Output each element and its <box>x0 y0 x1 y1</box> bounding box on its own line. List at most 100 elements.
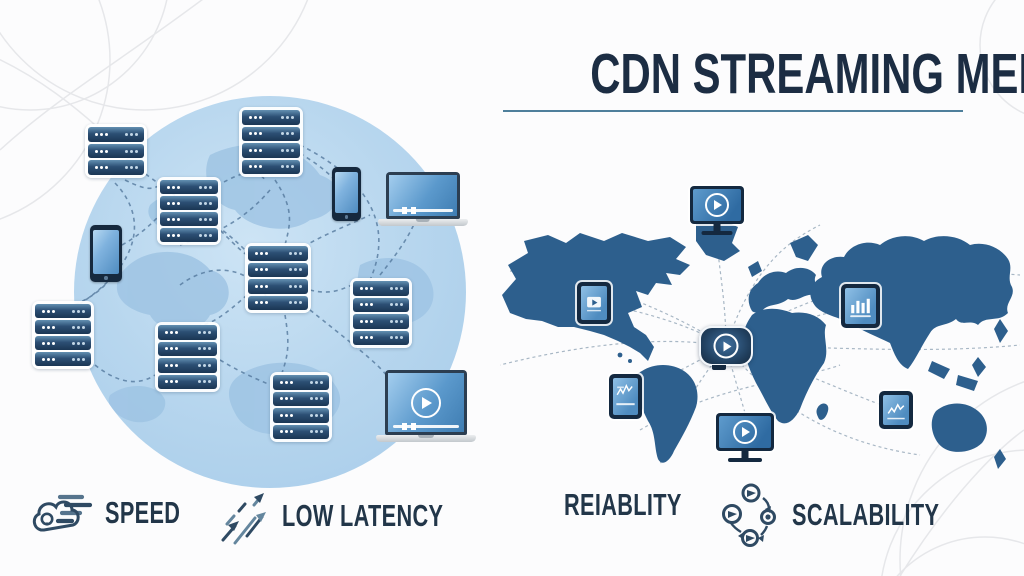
phone-screen <box>613 378 638 415</box>
led-dots <box>198 363 201 367</box>
led-dots <box>281 132 284 136</box>
smartphone <box>332 167 361 221</box>
led-dots <box>95 149 98 153</box>
line-chart-glyph <box>616 384 635 406</box>
monitor-with-play <box>690 186 744 236</box>
play-icon <box>733 420 757 444</box>
led-dots <box>255 284 258 288</box>
rack-unit <box>158 358 217 373</box>
led-dots <box>390 303 393 307</box>
led-dots <box>249 148 252 152</box>
monitor-foot <box>728 458 762 462</box>
led-dots <box>310 430 313 434</box>
led-dots <box>255 301 258 305</box>
led-dots <box>199 201 202 205</box>
led-dots <box>249 165 252 169</box>
rack-unit <box>158 374 217 389</box>
rack-unit <box>35 320 91 334</box>
led-dots <box>72 357 75 361</box>
rack-unit <box>273 391 329 406</box>
led-dots <box>289 301 292 305</box>
led-dots <box>72 309 75 313</box>
play-icon <box>411 387 441 418</box>
laptop-display <box>388 373 464 432</box>
rack-unit <box>273 408 329 423</box>
player-controls <box>393 207 453 214</box>
rack-unit <box>242 143 300 158</box>
led-dots <box>165 347 168 351</box>
monitor-screen <box>716 413 774 451</box>
video-thumb-glyph <box>587 296 601 312</box>
led-dots <box>199 185 202 189</box>
led-dots <box>125 166 128 170</box>
rack-unit <box>242 159 300 174</box>
led-dots <box>167 217 170 221</box>
smartphone <box>90 225 122 282</box>
led-dots <box>289 268 292 272</box>
feature-reliability: REIABLITY <box>564 488 732 522</box>
tablet-chart <box>879 391 913 429</box>
hub-stand <box>712 365 726 370</box>
rack-unit <box>353 297 409 312</box>
led-dots <box>198 347 201 351</box>
led-dots <box>360 303 363 307</box>
rack-unit <box>88 127 144 142</box>
rack-unit <box>248 262 308 277</box>
led-dots <box>281 165 284 169</box>
rack-unit <box>35 352 91 366</box>
feature-scalability: SCALABILITY <box>722 480 1002 550</box>
monitor-foot <box>701 231 733 235</box>
rack-unit <box>88 143 144 159</box>
feature-label: LOW LATENCY <box>282 498 444 533</box>
server-rack <box>270 372 332 442</box>
tablet-screen <box>883 395 909 425</box>
led-dots <box>165 363 168 367</box>
tablet-screen <box>845 288 876 324</box>
monitor-neck <box>741 451 749 458</box>
led-dots <box>125 149 128 153</box>
rack-unit <box>242 110 300 125</box>
led-dots <box>310 397 313 401</box>
led-dots <box>198 330 201 334</box>
rack-unit <box>160 196 218 210</box>
rack-unit <box>158 325 217 340</box>
led-dots <box>289 284 292 288</box>
tablet-screen <box>581 286 607 320</box>
feature-low-latency: LOW LATENCY <box>218 485 513 547</box>
led-dots <box>198 380 201 384</box>
server-rack <box>239 107 303 177</box>
led-dots <box>165 380 168 384</box>
led-dots <box>249 132 252 136</box>
led-dots <box>125 132 128 136</box>
latency-arrows-icon <box>221 493 266 545</box>
monitor-neck <box>713 224 721 231</box>
rack-unit <box>160 180 218 194</box>
laptop-base <box>376 435 476 442</box>
laptop-display <box>389 175 457 216</box>
led-dots <box>199 217 202 221</box>
led-dots <box>167 233 170 237</box>
title-underline <box>503 110 963 112</box>
led-dots <box>360 319 363 323</box>
laptop-video-player <box>376 370 476 442</box>
led-dots <box>360 336 363 340</box>
led-dots <box>390 319 393 323</box>
server-rack <box>85 124 147 178</box>
led-dots <box>280 430 283 434</box>
phone-chart <box>609 374 642 419</box>
monitor-display <box>693 189 741 221</box>
feature-label: SCALABILITY <box>792 497 940 532</box>
led-dots <box>72 325 75 329</box>
led-dots <box>280 413 283 417</box>
line-chart-glyph <box>887 403 905 420</box>
rack-unit <box>273 375 329 390</box>
led-dots <box>281 148 284 152</box>
led-dots <box>390 336 393 340</box>
rack-unit <box>248 295 308 310</box>
server-rack <box>32 301 94 369</box>
laptop <box>378 172 468 226</box>
rack-unit <box>248 279 308 294</box>
laptop-screen <box>386 172 460 219</box>
led-dots <box>42 325 45 329</box>
led-dots <box>280 397 283 401</box>
